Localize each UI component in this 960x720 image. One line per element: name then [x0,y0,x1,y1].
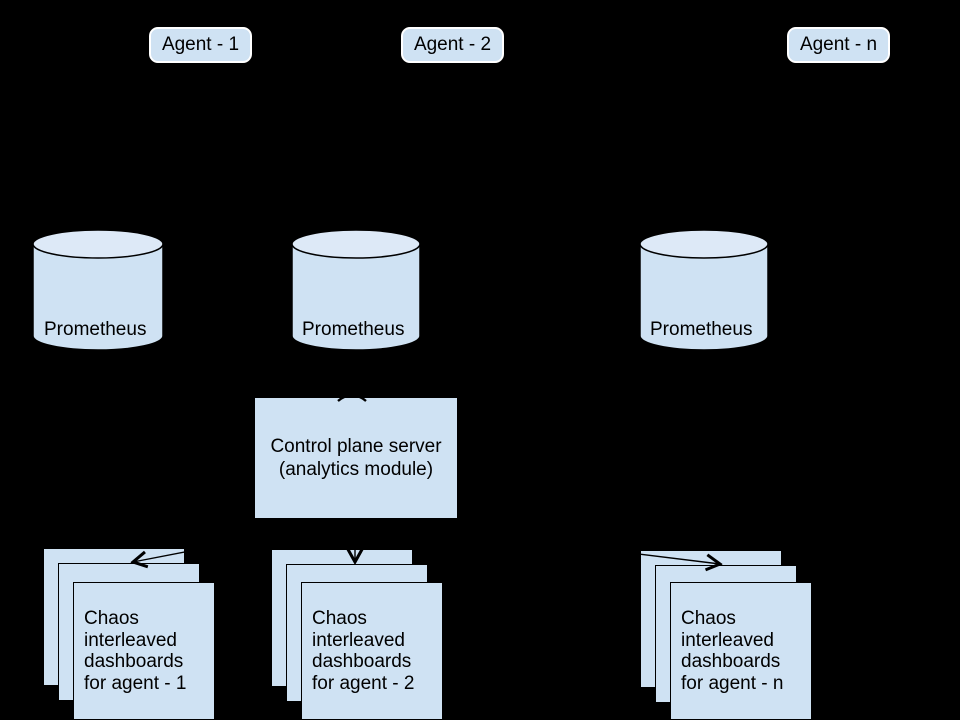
dashboard-page-front: Chaos interleaved dashboards for agent -… [73,582,215,720]
agent-n-box: Agent - n [787,27,890,63]
agent-2-box: Agent - 2 [401,27,504,63]
dashboard-1-label: Chaos interleaved dashboards for agent -… [84,608,187,694]
tsdb-1-label: Prometheus TSDB - 1 [44,319,147,405]
control-plane-box: Control plane server (analytics module) [255,398,457,518]
agent-2-label: Agent - 2 [413,34,492,55]
dashboard-page-front: Chaos interleaved dashboards for agent -… [670,582,812,720]
agent-1-box: Agent - 1 [149,27,252,63]
agent-n-label: Agent - n [799,34,878,55]
control-plane-line1: Control plane server [270,436,442,457]
cylinder-tsdb-1 [32,229,164,351]
dashboard-page-front: Chaos interleaved dashboards for agent -… [301,582,443,720]
control-plane-line2: (analytics module) [278,459,434,480]
cylinder-tsdb-2 [291,229,421,351]
agent-1-label: Agent - 1 [161,34,240,55]
tsdb-n-label: Prometheus TSDB - n [650,319,753,405]
cylinder-tsdb-n [639,229,769,351]
dashboard-2-label: Chaos interleaved dashboards for agent -… [312,608,415,694]
dashboard-n-label: Chaos interleaved dashboards for agent -… [681,608,784,694]
